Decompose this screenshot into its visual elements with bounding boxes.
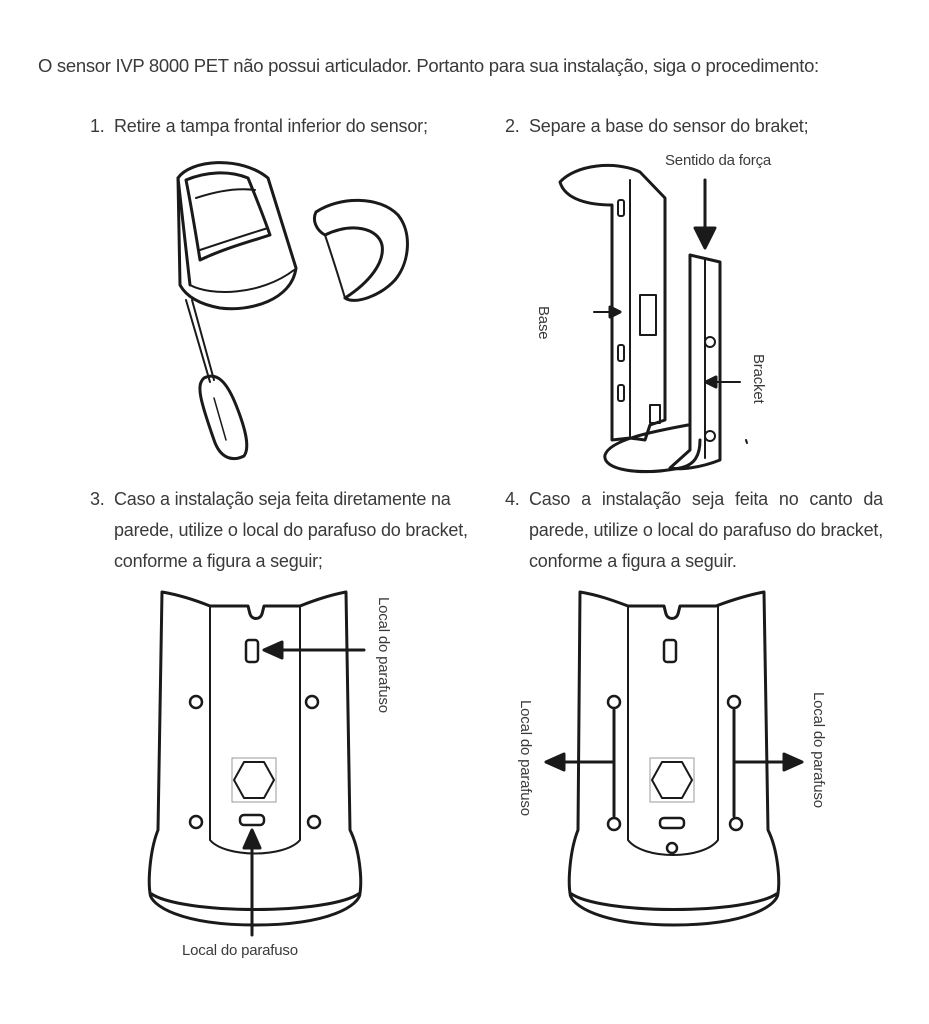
step-3: 3. Caso a instalação seja feita diretame… [90, 484, 470, 577]
label-fig4-screw-right: Local do parafuso [810, 692, 827, 808]
bracket-illustration [603, 253, 748, 474]
front-cover-illustration [312, 198, 409, 302]
step-4-number: 4. [505, 489, 520, 509]
label-sentido-forca: Sentido da força [665, 152, 772, 169]
label-fig3-screw-side: Local do parafuso [375, 597, 392, 713]
bracket-pointer-arrow [704, 375, 741, 389]
label-bracket: Bracket [750, 354, 767, 404]
fig3-bottom-arrow [242, 828, 262, 937]
step-3-text: Caso a instalação seja feita diretamente… [114, 489, 468, 571]
sensor-body-illustration [176, 161, 298, 311]
figure-4-bracket-corner [544, 590, 804, 927]
step-1: 1. Retire a tampa frontal inferior do se… [90, 111, 428, 142]
step-2-text: Separe a base do sensor do braket; [529, 116, 809, 136]
step-4-text: Caso a instalação seja feita no canto da… [529, 489, 883, 571]
force-arrow [693, 178, 717, 250]
screwdriver-illustration [185, 299, 249, 461]
label-fig4-screw-left: Local do parafuso [517, 700, 534, 816]
label-fig3-screw-bottom: Local do parafuso [182, 942, 298, 959]
step-4: 4. Caso a instalação seja feita no canto… [505, 484, 883, 577]
figure-3-bracket-wall [147, 590, 366, 937]
fig4-right-arrow [732, 752, 804, 772]
base-pointer-arrow [593, 305, 622, 319]
figure-1-sensor-cover-removal [176, 161, 409, 461]
fig3-side-arrow [262, 640, 366, 660]
step-1-text: Retire a tampa frontal inferior do senso… [114, 116, 428, 136]
step-2-number: 2. [505, 116, 520, 136]
step-1-number: 1. [90, 116, 105, 136]
base-illustration [558, 163, 667, 442]
step-3-number: 3. [90, 489, 105, 509]
figure-2-base-bracket [558, 163, 748, 474]
step-2: 2. Separe a base do sensor do braket; [505, 111, 809, 142]
fig4-left-arrow [544, 752, 616, 772]
intro-text: O sensor IVP 8000 PET não possui articul… [38, 55, 819, 76]
label-base: Base [535, 306, 552, 340]
